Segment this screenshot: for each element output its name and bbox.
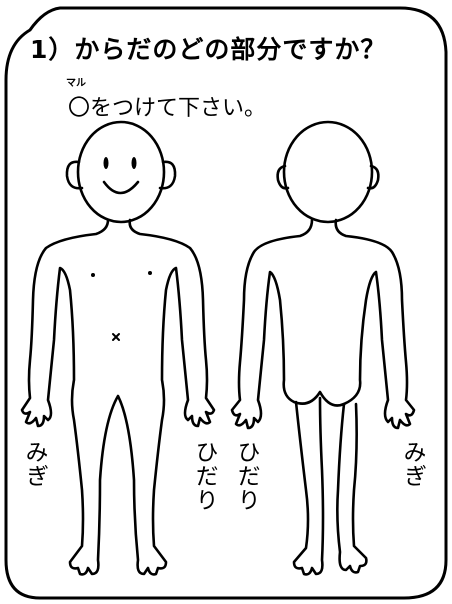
front-eye-right	[132, 157, 137, 169]
front-nipple-right-side	[91, 273, 95, 277]
back-leg-right	[294, 398, 323, 574]
front-navel-mark	[113, 334, 119, 340]
front-body-figure	[22, 122, 214, 574]
back-left-side-label: ひだり	[230, 440, 260, 512]
back-body-outline	[232, 220, 414, 428]
front-head	[78, 122, 164, 222]
back-right-side-label: みぎ	[396, 440, 426, 488]
front-eye-left	[104, 157, 109, 169]
back-leg-left	[337, 404, 366, 572]
front-right-side-label: みぎ	[18, 440, 48, 488]
back-head	[284, 122, 372, 222]
front-left-side-label: ひだり	[188, 440, 218, 512]
front-mouth	[104, 182, 138, 193]
front-nipple-left-side	[148, 271, 152, 275]
front-body-outline	[22, 220, 214, 574]
